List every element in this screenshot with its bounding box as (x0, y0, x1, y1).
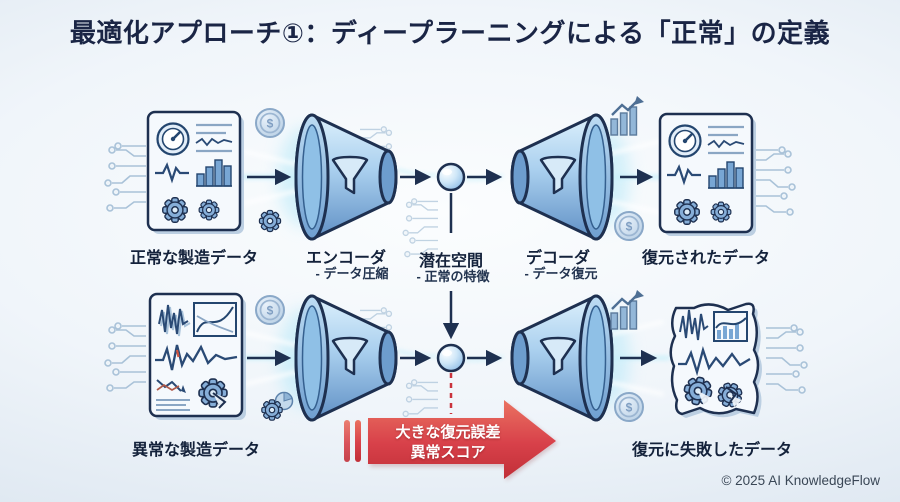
copyright: © 2025 AI KnowledgeFlow (721, 473, 880, 488)
anomaly-score-line1: 大きな復元誤差 (395, 424, 501, 441)
restored-data-document-icon (660, 114, 756, 236)
label-restored-data: 復元されたデータ (641, 250, 771, 267)
decoder-funnel-icon (510, 294, 614, 422)
gear-icon (258, 209, 282, 233)
dollar-coin-icon (614, 392, 644, 422)
anomaly-score-arrow (344, 373, 558, 481)
sublabel-encoder: - データ圧縮 (315, 266, 389, 281)
rising-chart-icon (609, 94, 646, 137)
gear-pie-icon (261, 391, 294, 421)
sublabel-decoder: - データ復元 (524, 266, 598, 281)
encoder-funnel-icon (294, 113, 398, 241)
label-latent-space: 潜在空間 (418, 253, 484, 270)
latent-space-sphere-icon (436, 343, 466, 373)
label-abnormal-data: 異常な製造データ (131, 442, 261, 459)
sublabel-latent-space: - 正常の特徴 (416, 269, 490, 284)
dollar-coin-icon (255, 108, 285, 138)
anomaly-score-line2: 異常スコア (410, 444, 486, 461)
decoder-funnel-icon (510, 113, 614, 241)
label-decoder: デコーダ (525, 250, 591, 267)
latent-space-sphere-icon (436, 162, 466, 192)
flow-arrows (247, 168, 658, 367)
encoder-funnel-icon (294, 294, 398, 422)
label-normal-data: 正常な製造データ (129, 250, 259, 267)
abnormal-data-document-icon (150, 294, 246, 420)
failed-data-document-icon (671, 304, 762, 418)
slide-title: 最適化アプローチ①：ディープラーニングによる「正常」の定義 (69, 18, 831, 48)
dollar-coin-icon (614, 211, 644, 241)
label-failed-data: 復元に失敗したデータ (631, 442, 793, 459)
normal-data-document-icon (148, 112, 244, 234)
dollar-coin-icon (255, 295, 285, 325)
anomaly-score-text: 大きな復元誤差 異常スコア (395, 423, 500, 463)
label-encoder: エンコーダ (305, 250, 387, 267)
rising-chart-icon (609, 288, 646, 331)
